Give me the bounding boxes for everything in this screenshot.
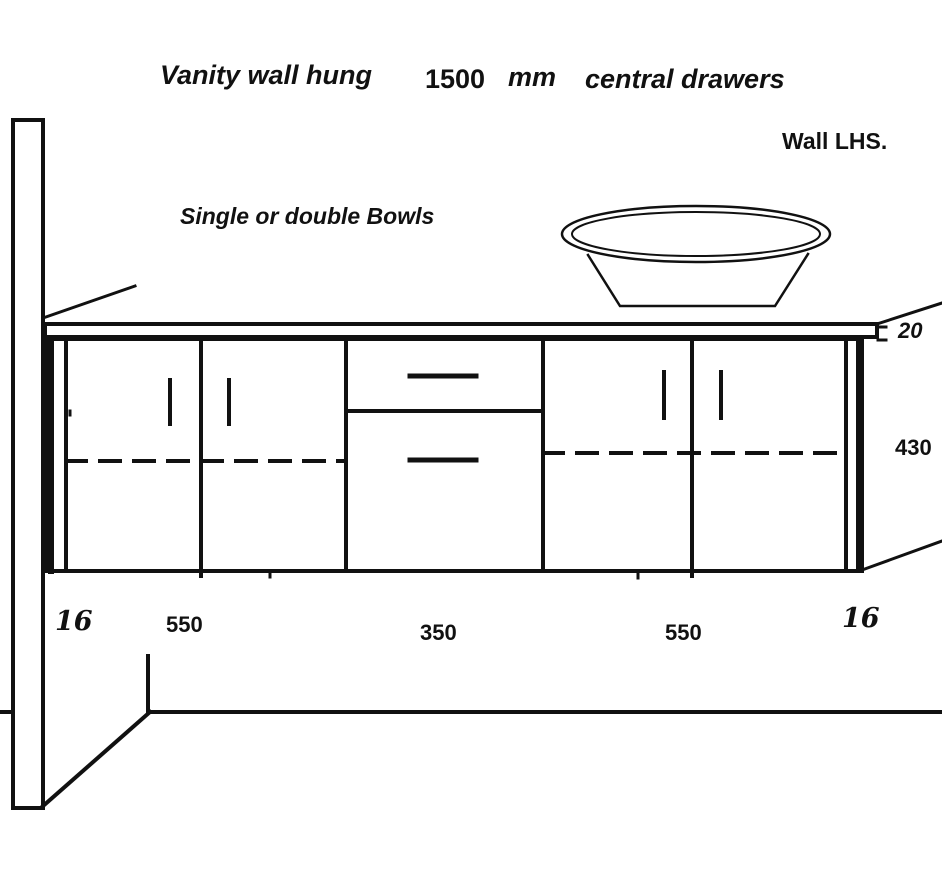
cabinet-body xyxy=(45,337,864,573)
dim-left-side: 16 xyxy=(55,606,93,637)
dim-height: 430 xyxy=(895,435,932,460)
title-part1: Vanity wall hung xyxy=(160,60,373,90)
dim-left-section: 550 xyxy=(166,612,203,637)
bowl-note: Single or double Bowls xyxy=(180,203,435,229)
wall-perspective-line xyxy=(41,284,137,320)
dim-right-section: 550 xyxy=(665,620,702,645)
wall-note: Wall LHS. xyxy=(782,128,888,154)
right-top-perspective xyxy=(878,301,942,325)
dim-right-side: 16 xyxy=(842,603,880,634)
bench-top xyxy=(43,322,879,339)
title-part2: central drawers xyxy=(585,64,785,94)
right-bottom-perspective xyxy=(860,539,942,572)
title-size: 1500 xyxy=(425,64,486,94)
dim-top-thickness: 20 xyxy=(898,318,923,343)
left-wall xyxy=(11,118,45,810)
dim-center-section: 350 xyxy=(420,620,457,645)
bowl-rim-inner xyxy=(571,211,821,257)
title-unit: mm xyxy=(508,62,557,92)
thickness-bracket xyxy=(876,325,888,342)
bowl-body xyxy=(586,252,810,308)
bowl-rim-outer xyxy=(560,204,832,264)
floor-diagonal xyxy=(40,709,153,809)
